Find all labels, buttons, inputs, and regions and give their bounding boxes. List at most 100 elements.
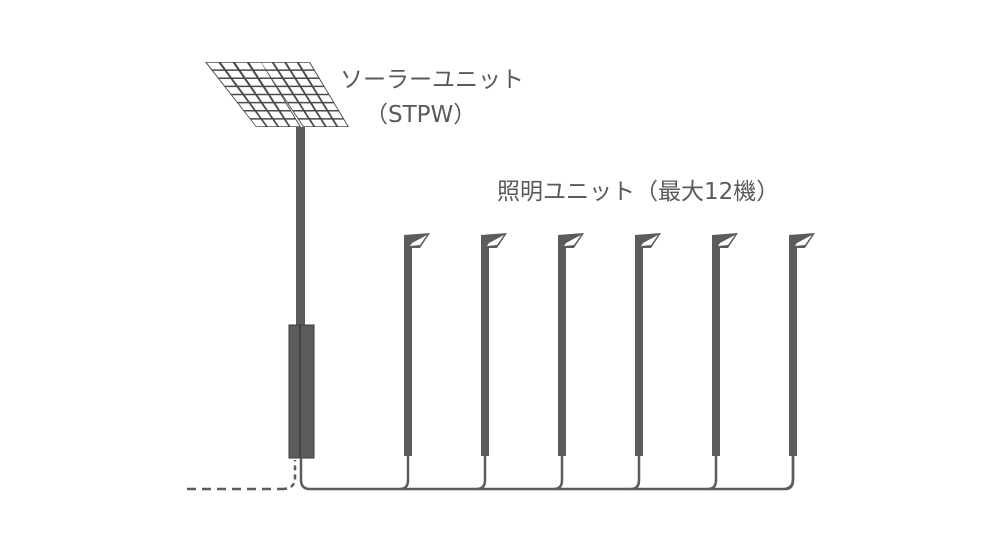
solar-cell	[295, 95, 310, 102]
lamp-lens	[564, 235, 581, 246]
solar-cell	[301, 87, 316, 94]
lighting-unit	[399, 233, 430, 491]
solar-cell	[227, 70, 243, 78]
solar-unit-label: ソーラーユニット	[340, 67, 524, 93]
solar-cell	[291, 70, 306, 78]
lighting-unit	[476, 233, 507, 491]
solar-unit-model-label: （STPW）	[365, 102, 477, 128]
solar-cell	[259, 79, 275, 86]
solar-cell	[274, 119, 289, 127]
solar-cell	[252, 87, 268, 94]
solar-cell	[270, 95, 285, 102]
solar-cell	[244, 95, 260, 102]
lamp-lens	[795, 235, 812, 246]
solar-cell	[334, 119, 348, 127]
solar-cell	[280, 111, 295, 119]
solar-cell	[300, 103, 315, 110]
solar-cell	[261, 62, 277, 70]
solar-panel-left	[205, 62, 301, 127]
solar-cell	[254, 70, 271, 78]
solar-cell	[257, 95, 273, 102]
lighting-unit	[784, 233, 815, 491]
lighting-unit	[707, 233, 738, 491]
solar-cell	[322, 119, 336, 127]
solar-cell	[329, 111, 343, 119]
solar-cell	[244, 111, 260, 119]
solar-cell	[309, 79, 324, 86]
lighting-unit	[630, 233, 661, 491]
lighting-unit	[553, 233, 584, 491]
solar-cell	[299, 119, 313, 127]
solar-cell	[275, 103, 290, 110]
light-pole	[404, 246, 412, 456]
light-connector-cable	[630, 456, 641, 491]
solar-cell	[240, 70, 257, 78]
lighting-unit-label: 照明ユニット（最大12機）	[497, 179, 780, 205]
main-cable	[299, 455, 795, 491]
extension-cable-dashed-riser	[281, 460, 297, 491]
solar-cell	[267, 70, 282, 78]
solar-pole-upper	[296, 127, 305, 327]
light-connector-cable	[553, 456, 564, 491]
solar-cell	[279, 70, 294, 78]
light-connector-cable	[784, 456, 795, 491]
solar-cell	[251, 119, 266, 127]
solar-cell	[274, 62, 289, 70]
solar-cell	[246, 79, 262, 86]
solar-cell	[289, 87, 304, 94]
solar-cell	[284, 79, 299, 86]
solar-cell	[299, 62, 314, 70]
solar-cell	[219, 79, 236, 86]
solar-cell	[239, 87, 255, 94]
solar-cell	[232, 95, 248, 102]
solar-cell	[283, 95, 298, 102]
solar-cell	[256, 111, 272, 119]
solar-cell	[233, 79, 249, 86]
solar-cell	[317, 111, 331, 119]
solar-cell	[265, 87, 280, 94]
light-connector-cable	[707, 456, 718, 491]
light-connector-cable	[476, 456, 487, 491]
light-pole	[712, 246, 720, 456]
light-pole	[789, 246, 797, 456]
solar-cell	[286, 62, 301, 70]
battery-box	[288, 324, 315, 459]
solar-cell	[296, 79, 311, 86]
solar-panel-icon	[205, 62, 349, 127]
solar-cell	[238, 103, 254, 110]
solar-cell	[307, 95, 321, 102]
solar-cell	[277, 87, 292, 94]
solar-cell	[263, 103, 278, 110]
lamp-lens	[487, 235, 504, 246]
solar-cell	[324, 103, 338, 110]
light-pole	[558, 246, 566, 456]
solar-cell	[206, 62, 224, 70]
lamp-lens	[410, 235, 427, 246]
solar-cell	[314, 87, 328, 94]
lighting-units	[399, 233, 815, 491]
solar-cell	[305, 111, 320, 119]
solar-cell	[288, 103, 303, 110]
solar-cell	[249, 62, 266, 70]
solar-cell	[286, 119, 300, 127]
solar-cell	[262, 119, 277, 127]
solar-cell	[312, 103, 326, 110]
lamp-lens	[641, 235, 658, 246]
light-pole	[481, 246, 489, 456]
solar-cell	[235, 62, 252, 70]
lamp-lens	[718, 235, 735, 246]
light-connector-cable	[399, 456, 410, 491]
solar-panel-cells	[206, 62, 348, 127]
solar-cell	[304, 70, 319, 78]
solar-cell	[268, 111, 283, 119]
solar-cell	[293, 111, 308, 119]
solar-cell	[272, 79, 287, 86]
light-pole	[635, 246, 643, 456]
solar-cell	[213, 70, 230, 78]
solar-cell	[221, 62, 238, 70]
solar-cell	[310, 119, 325, 127]
solar-cell	[319, 95, 333, 102]
solar-panel-right	[260, 62, 349, 127]
